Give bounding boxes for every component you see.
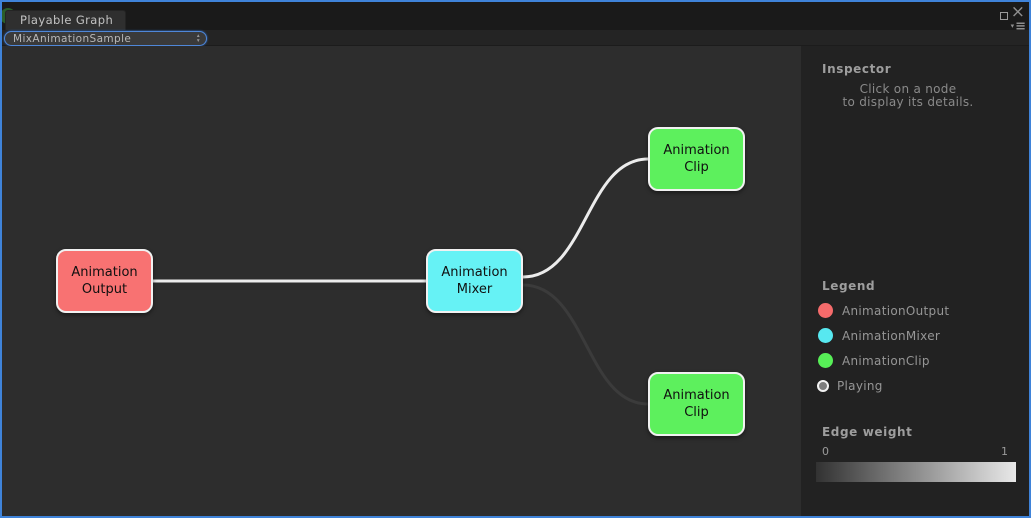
node-label-line: Animation xyxy=(663,143,730,158)
close-icon[interactable]: × xyxy=(1010,2,1025,22)
edge-weight-min-label: 0 xyxy=(822,445,829,458)
maximize-icon[interactable] xyxy=(1000,12,1008,20)
edge-weight-max-label: 1 xyxy=(1001,445,1008,458)
graph-edges xyxy=(153,157,649,406)
node-label-line: Mixer xyxy=(456,282,493,297)
window-menu-icon[interactable]: ▾≡ xyxy=(1010,19,1026,34)
legend-dot-icon xyxy=(817,379,829,392)
legend-item-label: AnimationMixer xyxy=(842,328,941,343)
edge-weight-heading: Edge weight xyxy=(822,425,913,439)
legend-heading: Legend xyxy=(822,279,876,293)
legend-item-label: AnimationClip xyxy=(842,353,930,368)
legend-item-animationoutput: AnimationOutput xyxy=(818,298,949,323)
legend-dot-icon xyxy=(818,328,833,343)
tab-playable-graph[interactable]: Playable Graph xyxy=(5,10,127,30)
inspector-heading: Inspector xyxy=(822,62,892,76)
inspector-panel: Inspector Click on a node to display its… xyxy=(801,46,1029,516)
legend-item-animationmixer: AnimationMixer xyxy=(818,323,949,348)
graph-edge-animation-mixer-to-animation-clip-top xyxy=(522,157,649,279)
node-label-line: Clip xyxy=(684,160,709,175)
legend-item-playing: Playing xyxy=(817,373,949,398)
graph-selector-value: MixAnimationSample xyxy=(13,32,132,45)
edge-weight-gradient-bar xyxy=(816,462,1016,482)
node-label-line: Output xyxy=(81,282,128,297)
inspector-hint-line2: to display its details. xyxy=(842,95,974,109)
legend-item-animationclip: AnimationClip xyxy=(818,348,949,373)
inspector-hint-line1: Click on a node xyxy=(859,82,957,96)
title-bar: Playable Graph × xyxy=(2,2,1029,30)
dropdown-arrows-icon: ▴▾ xyxy=(196,33,200,44)
graph-edge-animation-mixer-to-animation-clip-bottom xyxy=(522,283,649,406)
legend-item-label: Playing xyxy=(837,378,883,393)
node-label-line: Animation xyxy=(441,265,508,280)
toolbar: MixAnimationSample ▴▾ xyxy=(2,30,1029,46)
node-label-line: Clip xyxy=(684,405,709,420)
legend-dot-icon xyxy=(818,303,833,318)
hamburger-icon: ≡ xyxy=(1015,19,1026,34)
graph-selector-dropdown[interactable]: MixAnimationSample ▴▾ xyxy=(4,31,207,46)
node-label-line: Animation xyxy=(663,388,730,403)
legend-item-label: AnimationOutput xyxy=(842,303,950,318)
menu-arrow-icon: ▾ xyxy=(1010,22,1015,30)
node-label-line: Animation xyxy=(71,265,138,280)
legend-dot-icon xyxy=(818,353,833,368)
